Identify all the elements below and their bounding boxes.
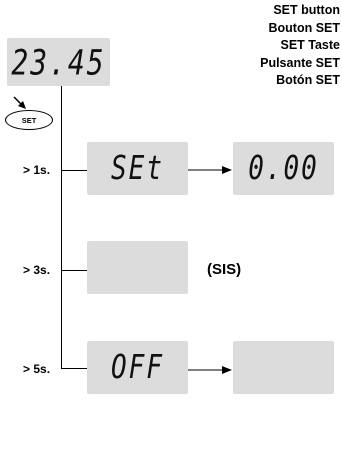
display-set-text: SEt <box>111 149 164 188</box>
set-button-label: SET <box>21 115 37 125</box>
set-button-icon: SET <box>5 110 53 130</box>
arrowhead-5s <box>222 366 232 374</box>
step-time-5s: > 5s. <box>23 362 51 376</box>
display-off-result <box>233 341 334 394</box>
timeline-line <box>61 86 62 368</box>
initial-display: 23.45 <box>7 38 110 86</box>
press-arrowhead <box>18 101 26 109</box>
arrowhead-1s <box>222 166 232 174</box>
display-off: OFF <box>87 341 188 394</box>
step-time-3s: > 3s. <box>23 263 51 277</box>
display-zero-text: 0.00 <box>248 149 319 188</box>
legend-line: Bouton SET <box>268 20 340 35</box>
display-set: SEt <box>87 142 188 195</box>
branch-line-5s <box>61 368 87 369</box>
branch-line-1s <box>61 170 87 171</box>
legend-line: Pulsante SET <box>260 55 340 70</box>
initial-reading: 23.45 <box>11 41 106 83</box>
button-name-legend: SET button Bouton SET SET Taste Pulsante… <box>260 2 340 90</box>
legend-line: Botón SET <box>276 73 340 87</box>
display-off-text: OFF <box>111 348 164 387</box>
step-time-1s: > 1s. <box>23 163 51 177</box>
branch-line-3s <box>61 270 87 271</box>
display-zero: 0.00 <box>233 142 334 195</box>
display-blank <box>87 241 188 294</box>
sis-note: (SIS) <box>207 261 242 278</box>
legend-line: SET Taste <box>280 38 340 52</box>
legend-line: SET button <box>273 3 340 17</box>
